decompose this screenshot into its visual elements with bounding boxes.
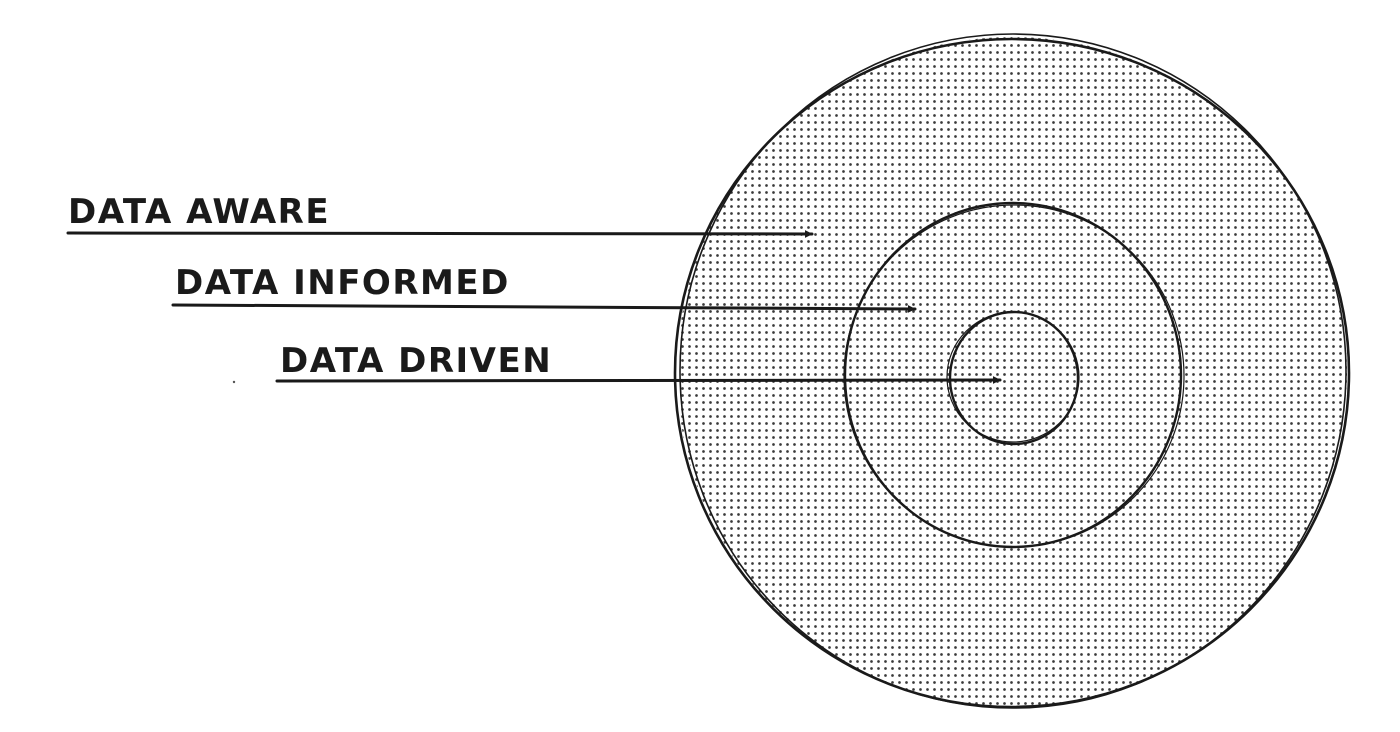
- arrow-data-aware: [66, 230, 814, 238]
- inner-circle-data-driven: [946, 310, 1080, 446]
- outer-circle-data-aware: [673, 33, 1351, 709]
- label-data-aware: DATA AWARE: [68, 192, 331, 232]
- arrow-data-driven: [275, 376, 1002, 384]
- arrow-data-informed: [171, 303, 917, 313]
- label-data-driven: DATA DRIVEN: [280, 341, 553, 381]
- label-data-informed: DATA INFORMED: [175, 263, 510, 303]
- speck: [232, 380, 236, 384]
- middle-circle-data-informed: [843, 201, 1185, 549]
